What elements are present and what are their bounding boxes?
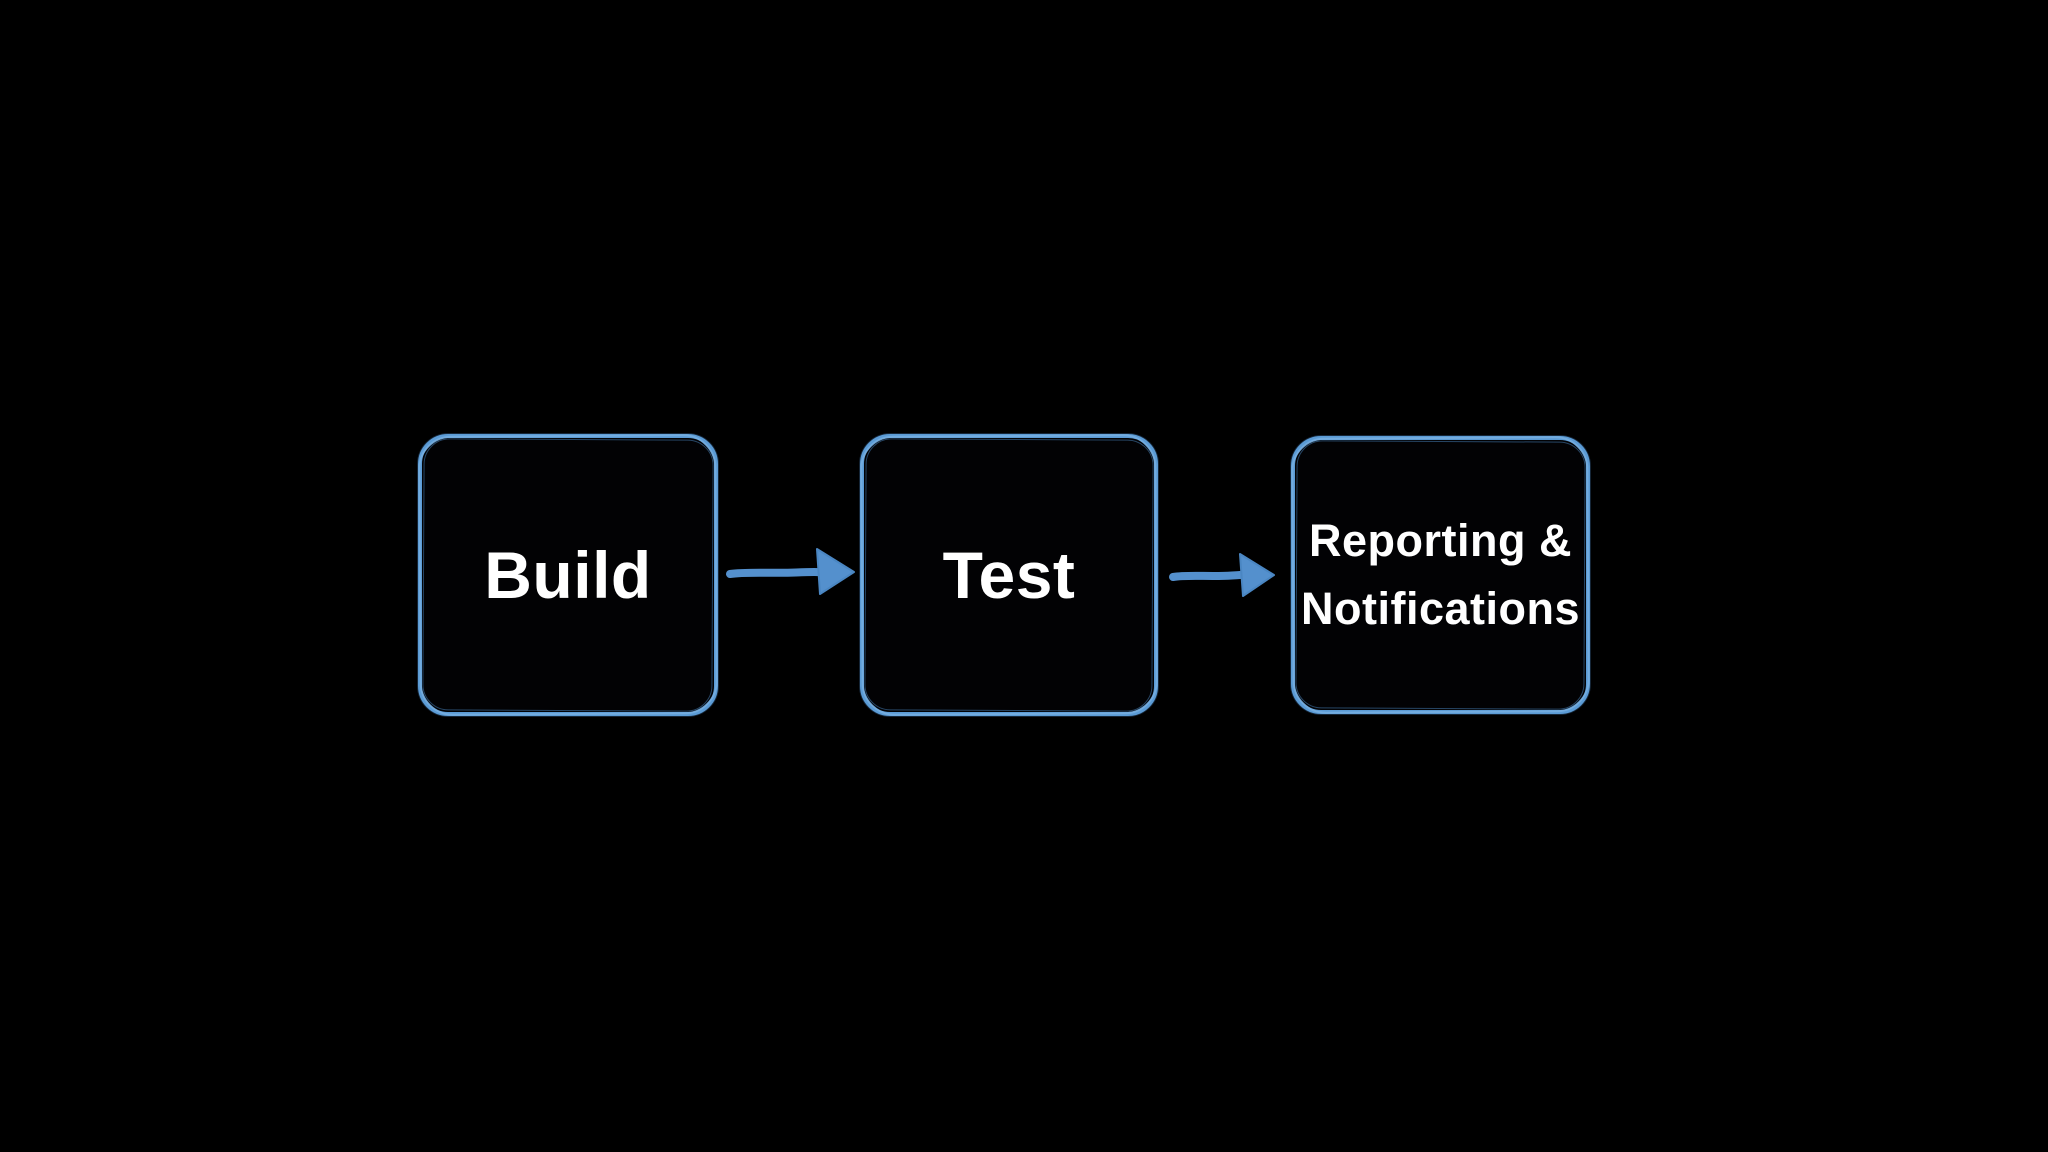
- node-test-label: Test: [942, 537, 1076, 612]
- node-reporting-label-line-2: Notifications: [1300, 583, 1580, 634]
- node-build-label: Build: [484, 537, 652, 612]
- node-reporting-notifications: Reporting & Notifications: [1291, 436, 1590, 714]
- arrow-right-icon: [1169, 553, 1275, 597]
- node-reporting-label-line-1: Reporting &: [1309, 515, 1572, 566]
- node-reporting-notifications-label: Reporting & Notifications: [1301, 507, 1580, 643]
- node-build: Build: [418, 434, 718, 716]
- arrow-right-icon: [726, 548, 855, 595]
- node-test: Test: [860, 434, 1158, 716]
